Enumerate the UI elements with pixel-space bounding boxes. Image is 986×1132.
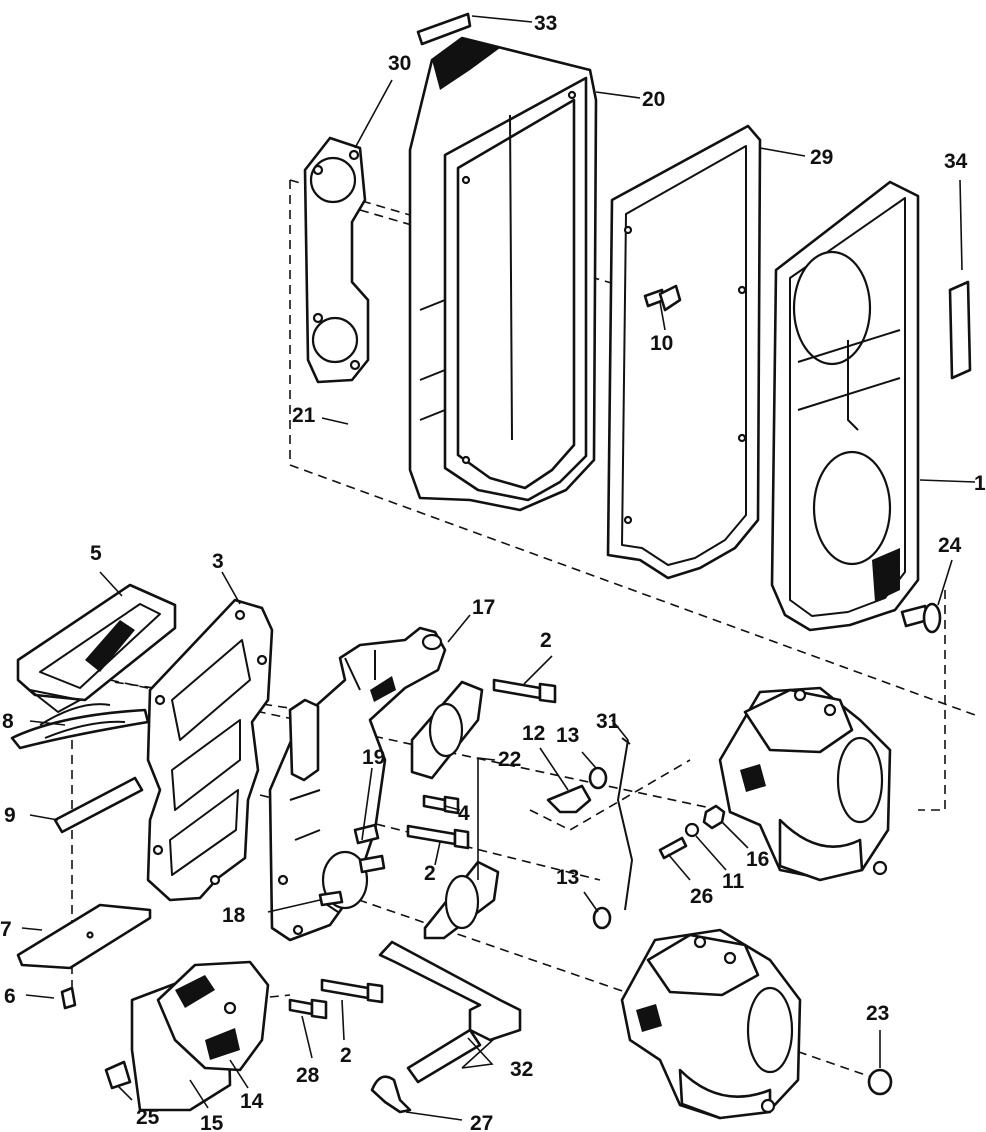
part-33-plate [416, 12, 472, 46]
part-3-gasket [146, 598, 274, 902]
carburetor-upper [718, 686, 892, 882]
callout-10: 10 [650, 332, 673, 355]
part-16-nut [702, 804, 726, 830]
callout-2-lower: 2 [340, 1044, 352, 1067]
part-5-reed-block [16, 583, 177, 713]
part-7-plate [16, 903, 152, 970]
callout-24: 24 [938, 534, 962, 557]
callout-31: 31 [596, 710, 620, 733]
callout-22: 22 [498, 748, 521, 771]
part-31-linkage-rod [617, 737, 633, 911]
part-26-screw [658, 836, 688, 860]
callout-17: 17 [472, 596, 495, 619]
callout-3: 3 [212, 550, 224, 573]
part-22-gasket-upper [410, 680, 484, 780]
part-2-bolt-lower [320, 978, 384, 1004]
callout-28: 28 [296, 1064, 320, 1087]
callout-14: 14 [240, 1090, 264, 1113]
part-19-screws [353, 823, 386, 874]
callout-13-upper: 13 [556, 724, 579, 747]
part-11-washer [684, 822, 700, 838]
callout-27: 27 [470, 1112, 493, 1132]
part-32-hose [378, 940, 522, 1084]
callout-8: 8 [2, 710, 14, 733]
callout-15: 15 [200, 1112, 224, 1132]
callout-32: 32 [510, 1058, 533, 1081]
carburetor-lower [620, 928, 802, 1120]
callout-4: 4 [458, 802, 470, 825]
leader-lines [21, 15, 976, 1121]
callout-20: 20 [642, 88, 665, 111]
callout-2-middle: 2 [424, 862, 436, 885]
part-22-gasket-lower [423, 860, 500, 940]
part-23-nut [867, 1068, 893, 1096]
part-25-screw [104, 1060, 132, 1090]
callout-1: 1 [974, 472, 986, 495]
part-14-bracket [156, 960, 270, 1072]
part-13-cap-upper [588, 766, 608, 790]
part-2-bolt-middle [406, 824, 470, 850]
callout-30: 30 [388, 52, 411, 75]
part-12-bracket [546, 784, 592, 814]
callout-7: 7 [0, 918, 12, 941]
callout-26: 26 [690, 885, 713, 908]
part-28-screw [288, 998, 328, 1020]
callout-9: 9 [4, 804, 16, 827]
part-30-gasket [303, 136, 370, 384]
callout-5: 5 [90, 542, 102, 565]
part-8-reeds [10, 703, 150, 750]
callout-18: 18 [222, 904, 246, 927]
callout-25: 25 [136, 1106, 160, 1129]
callout-11: 11 [722, 870, 745, 893]
callout-34: 34 [944, 150, 968, 173]
callout-19: 19 [362, 746, 385, 769]
callout-33: 33 [534, 12, 557, 35]
callout-2-upper: 2 [540, 629, 552, 652]
callout-21: 21 [292, 404, 316, 427]
part-20-silencer-base [408, 36, 598, 512]
part-1-silencer-cover [770, 180, 920, 632]
callout-6: 6 [4, 985, 16, 1008]
part-17-intake-manifold [268, 626, 447, 942]
part-6-screw [60, 986, 77, 1010]
part-24-screw [900, 602, 942, 634]
part-13-cap-lower [592, 906, 612, 930]
callout-12: 12 [522, 722, 545, 745]
part-29-gasket [606, 124, 762, 580]
callout-29: 29 [810, 146, 833, 169]
callout-23: 23 [866, 1002, 889, 1025]
part-10-screw [643, 284, 682, 312]
part-2-bolt-upper [492, 678, 557, 704]
part-9-stop-plate [53, 776, 144, 834]
callout-13-lower: 13 [556, 866, 579, 889]
part-27-clamp [370, 1075, 412, 1114]
part-4-screw [422, 794, 460, 815]
part-18-stud [318, 890, 344, 907]
callout-16: 16 [746, 848, 769, 871]
callout-labels: 1 2 2 2 3 4 5 6 7 8 9 10 11 12 13 13 14 … [0, 12, 986, 1132]
part-34-plate [948, 280, 972, 380]
